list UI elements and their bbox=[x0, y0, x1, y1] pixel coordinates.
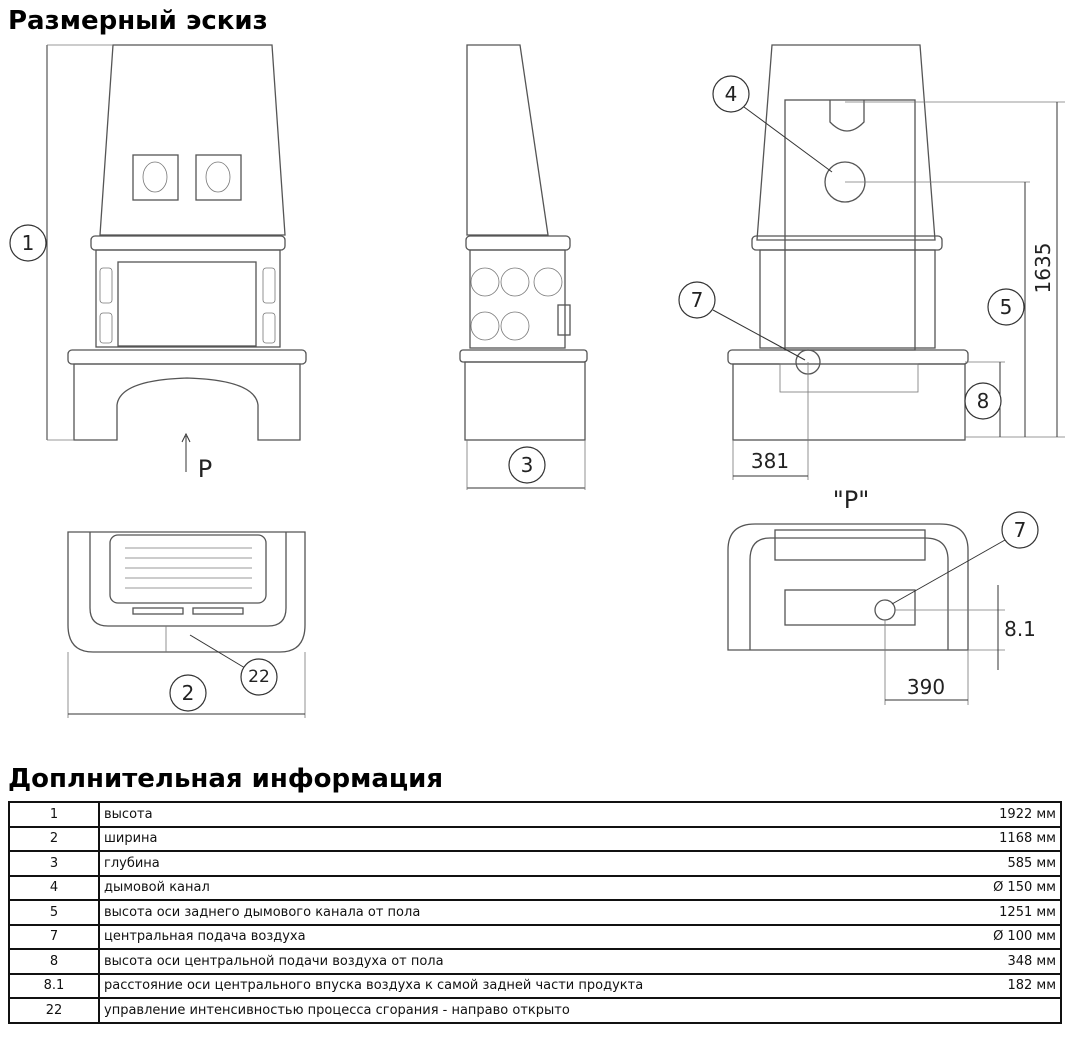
sketch-title: Размерный эскиз bbox=[8, 6, 268, 36]
row-label: центральная подача воздуха bbox=[97, 923, 950, 950]
row-value: 1168 мм bbox=[949, 825, 1062, 852]
row-number: 3 bbox=[8, 850, 100, 877]
row-label: дымовой канал bbox=[97, 874, 950, 901]
row-label: ширина bbox=[97, 825, 950, 852]
dimension-drawing: 1 P 3 bbox=[9, 44, 1065, 718]
back-view: 1635 5 8 4 7 381 "P" bbox=[678, 44, 1065, 514]
row-value: Ø 150 мм bbox=[949, 874, 1062, 901]
callout-8: 8 bbox=[977, 389, 990, 413]
row-number: 1 bbox=[8, 801, 100, 828]
callout-7-back: 7 bbox=[691, 288, 704, 312]
row-label: расстояние оси центрального впуска возду… bbox=[97, 972, 950, 999]
view-arrow-label: P bbox=[198, 455, 212, 483]
top-view: 2 22 bbox=[67, 531, 306, 718]
row-value: 348 мм bbox=[949, 948, 1062, 975]
row-label: высота bbox=[97, 801, 950, 828]
dimension-381: 381 bbox=[751, 449, 789, 473]
dimension-8-1: 8.1 bbox=[1004, 617, 1036, 641]
row-number: 4 bbox=[8, 874, 100, 901]
row-number: 5 bbox=[8, 899, 100, 926]
view-p-title: "P" bbox=[833, 486, 870, 514]
callout-22: 22 bbox=[248, 667, 270, 687]
callout-4: 4 bbox=[725, 82, 738, 106]
row-value: 182 мм bbox=[949, 972, 1062, 999]
row-label: высота оси центральной подачи воздуха от… bbox=[97, 948, 950, 975]
callout-5: 5 bbox=[1000, 295, 1013, 319]
row-value: 1922 мм bbox=[949, 801, 1062, 828]
row-number: 8 bbox=[8, 948, 100, 975]
row-label: высота оси заднего дымового канала от по… bbox=[97, 899, 950, 926]
row-value: 585 мм bbox=[949, 850, 1062, 877]
info-title: Доплнительная информация bbox=[8, 764, 444, 794]
callout-3: 3 bbox=[521, 453, 534, 477]
callout-2: 2 bbox=[182, 681, 195, 705]
row-value: Ø 100 мм bbox=[949, 923, 1062, 950]
callout-7-view-p: 7 bbox=[1014, 518, 1027, 542]
dimension-390: 390 bbox=[907, 675, 945, 699]
side-view: 3 bbox=[459, 44, 588, 490]
row-label: управление интенсивностью процесса сгора… bbox=[97, 997, 950, 1024]
row-label: глубина bbox=[97, 850, 950, 877]
row-number: 8.1 bbox=[8, 972, 100, 999]
front-view: 1 P bbox=[9, 44, 307, 483]
row-number: 22 bbox=[8, 997, 100, 1024]
callout-1: 1 bbox=[22, 231, 35, 255]
dimension-1635: 1635 bbox=[1031, 243, 1055, 294]
row-value bbox=[949, 997, 1062, 1024]
view-p: 7 8.1 390 bbox=[727, 511, 1039, 705]
row-number: 7 bbox=[8, 923, 100, 950]
row-number: 2 bbox=[8, 825, 100, 852]
row-value: 1251 мм bbox=[949, 899, 1062, 926]
